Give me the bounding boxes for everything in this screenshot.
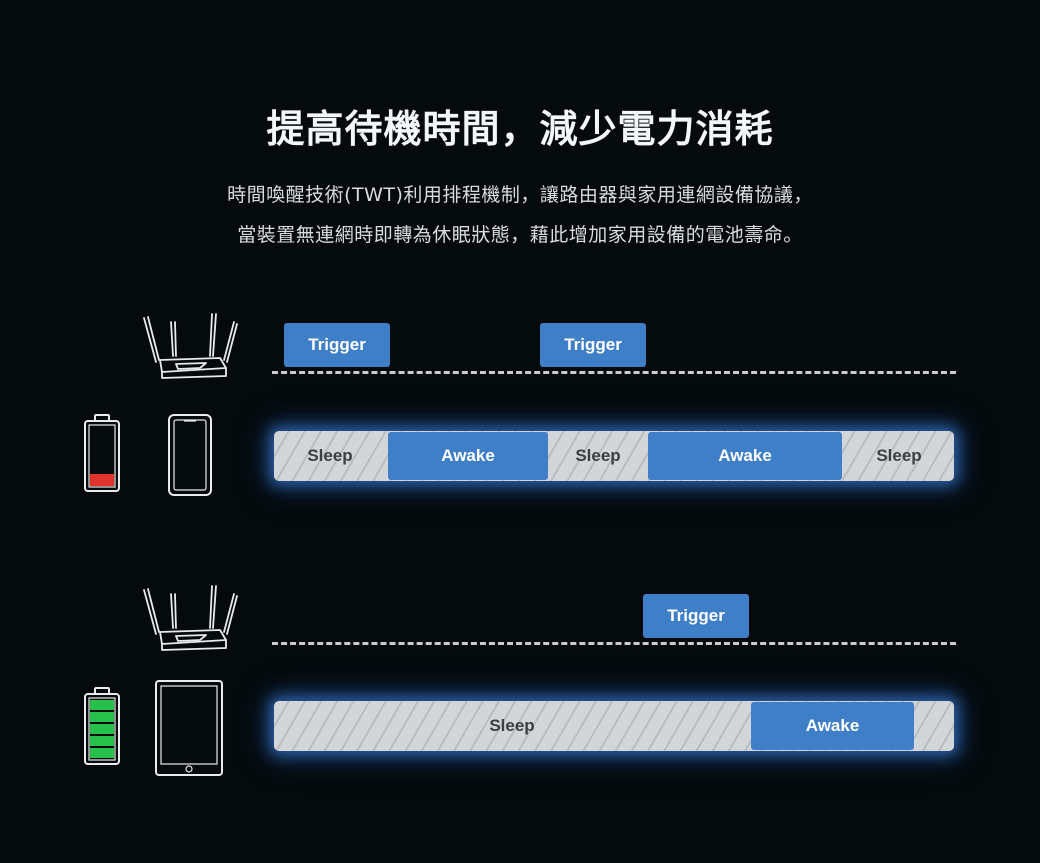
router-signal-line — [272, 371, 956, 374]
battery-low-icon — [84, 414, 120, 492]
tablet-icon — [155, 680, 223, 776]
router-icon — [143, 585, 238, 651]
router-icon — [143, 313, 238, 379]
router-signal-line — [272, 642, 956, 645]
description-line-1: 時間喚醒技術(TWT)利用排程機制，讓路由器與家用連網設備協議， — [227, 184, 813, 206]
trigger-label: Trigger — [284, 323, 390, 367]
battery-full-icon — [84, 687, 120, 765]
sleep-segment: Sleep — [876, 446, 922, 465]
description-line-2: 當裝置無連網時即轉為休眠狀態，藉此增加家用設備的電池壽命。 — [237, 224, 803, 246]
device-timeline-bar: Sleep Awake Sleep Awake Sleep — [274, 431, 954, 481]
trigger-label: Trigger — [643, 594, 749, 638]
sleep-segment: Sleep — [307, 446, 353, 465]
battery-level-fill — [90, 474, 114, 486]
sleep-segment: Sleep — [489, 716, 535, 735]
page-title: 提高待機時間，減少電力消耗 — [266, 107, 774, 151]
sleep-segment: Sleep — [575, 446, 621, 465]
smartphone-icon — [168, 414, 212, 496]
awake-segment: Awake — [648, 432, 842, 480]
awake-segment: Awake — [388, 432, 548, 480]
awake-segment: Awake — [751, 702, 914, 750]
device-timeline-bar: Sleep Awake — [274, 701, 954, 751]
trigger-label: Trigger — [540, 323, 646, 367]
